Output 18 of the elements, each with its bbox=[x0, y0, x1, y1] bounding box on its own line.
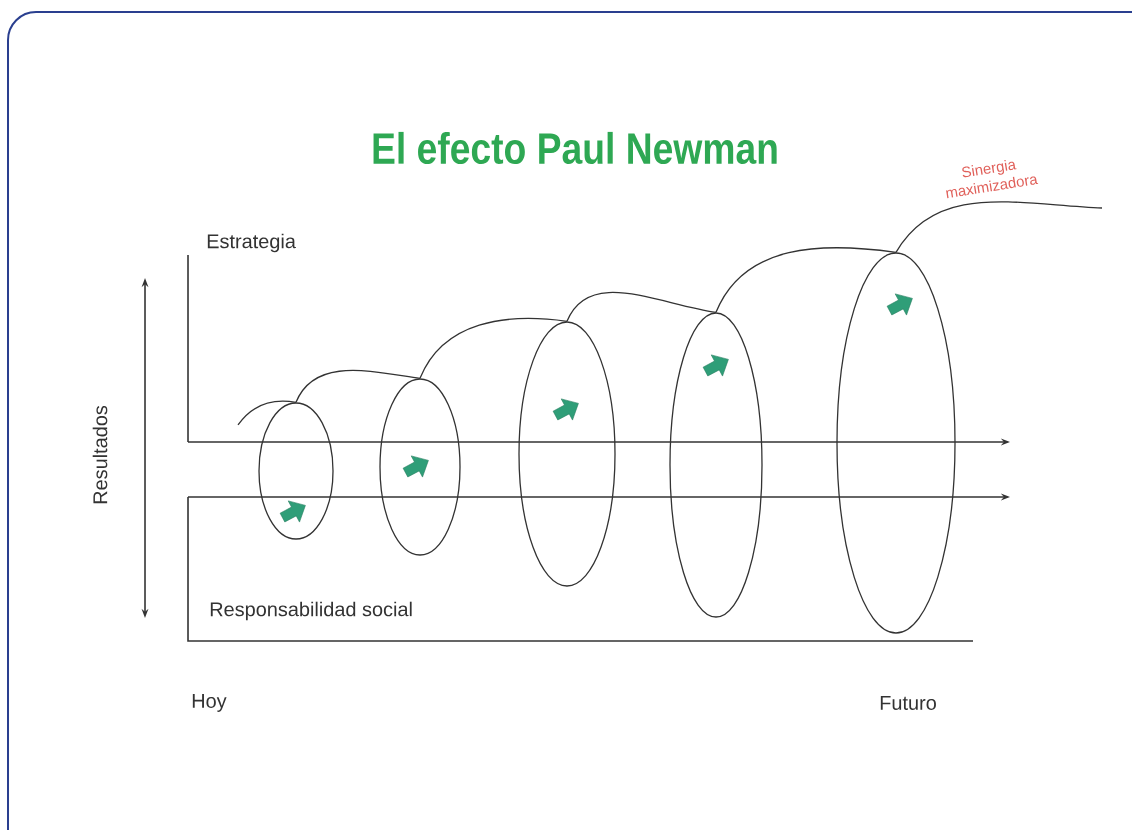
curve-line bbox=[715, 247, 897, 313]
axis-label: Estrategia bbox=[207, 233, 296, 253]
ellipse bbox=[258, 402, 334, 540]
curve-line bbox=[237, 400, 297, 426]
axis-label: Hoy bbox=[192, 694, 227, 712]
axis-label: Resultados bbox=[92, 405, 108, 504]
ellipse bbox=[669, 312, 763, 618]
curve-line bbox=[566, 291, 717, 322]
curve-line bbox=[295, 369, 421, 403]
title: El efecto Paul Newman bbox=[373, 131, 777, 165]
axis-label: Sinergia maximizadora bbox=[946, 159, 1039, 199]
ellipse bbox=[379, 378, 461, 556]
axis-label: Responsabilidad social bbox=[210, 601, 412, 621]
curve-line bbox=[419, 317, 568, 379]
ellipse bbox=[836, 252, 956, 634]
ellipse bbox=[518, 321, 616, 587]
curve-line bbox=[895, 201, 1103, 253]
axis-label: Futuro bbox=[880, 696, 936, 710]
